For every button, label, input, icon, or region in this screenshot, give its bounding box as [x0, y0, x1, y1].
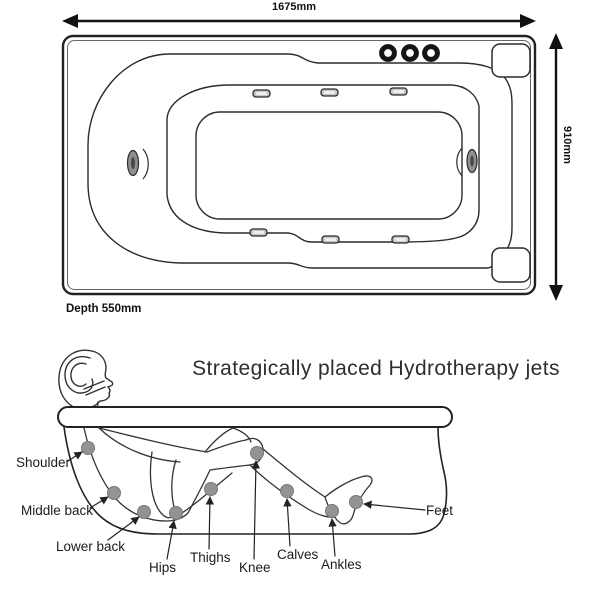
height-dimension-label: 910mm — [561, 126, 573, 164]
jet-label-ankles: Ankles — [321, 557, 362, 572]
jet-lower-back — [137, 505, 151, 519]
basin-floor — [195, 111, 463, 220]
control-knobs — [379, 44, 440, 62]
jet-knee — [250, 446, 264, 460]
jet-ankles — [325, 504, 339, 518]
jet-label-thighs: Thighs — [190, 550, 231, 565]
control-knob — [422, 44, 440, 62]
jet-label-calves: Calves — [277, 547, 319, 562]
corner-fitting-bottom-right — [491, 247, 531, 283]
arrow-lower-back — [107, 516, 140, 541]
jet-label-feet: Feet — [426, 503, 454, 518]
corner-fitting-top-right — [491, 43, 531, 78]
depth-dimension-label: Depth 550mm — [66, 303, 142, 315]
jet-label-knee: Knee — [239, 560, 271, 575]
width-dimension-label: 1675mm — [272, 1, 317, 13]
basin-contour — [166, 84, 480, 243]
jet-label-middle-back: Middle back — [21, 503, 94, 518]
side-view-title: Strategically placed Hydrotherapy jets — [192, 357, 560, 380]
ear-inner — [70, 362, 87, 387]
tub-outer-inner-line — [67, 40, 531, 290]
jet-label-hips: Hips — [149, 560, 177, 575]
control-knob — [401, 44, 419, 62]
width-dimension-arrow — [62, 14, 536, 28]
arrow-feet — [363, 500, 426, 511]
wall-jet-right — [456, 147, 478, 177]
arrow-knee — [251, 460, 261, 560]
jet-label-shoulder: Shoulder — [16, 455, 71, 470]
height-dimension-arrow — [549, 33, 563, 301]
top-view-drawing — [61, 14, 563, 301]
jet-feet — [349, 495, 363, 509]
arrow-hips — [166, 520, 177, 560]
tub-outer-edge — [61, 34, 537, 296]
side-view-drawing — [57, 349, 453, 560]
jet-calves — [280, 484, 294, 498]
jet-thighs — [204, 482, 218, 496]
arrow-calves — [283, 498, 292, 547]
arrow-shoulder — [67, 451, 83, 462]
hydrotherapy-jets — [81, 441, 363, 520]
arrow-ankles — [328, 518, 337, 557]
ear-outline — [64, 356, 94, 394]
label-arrows — [67, 451, 426, 560]
jet-middle-back — [107, 486, 121, 500]
control-knob — [379, 44, 397, 62]
tub-shell-side — [63, 426, 448, 535]
wall-jet-left — [126, 148, 149, 180]
arrow-middle-back — [89, 496, 109, 509]
arrow-thighs — [205, 496, 215, 550]
jet-shoulder — [81, 441, 95, 455]
jet-hips — [169, 506, 183, 520]
rim-jets — [249, 87, 410, 244]
jet-label-lower-back: Lower back — [56, 539, 126, 554]
tub-rim-side — [57, 406, 453, 428]
